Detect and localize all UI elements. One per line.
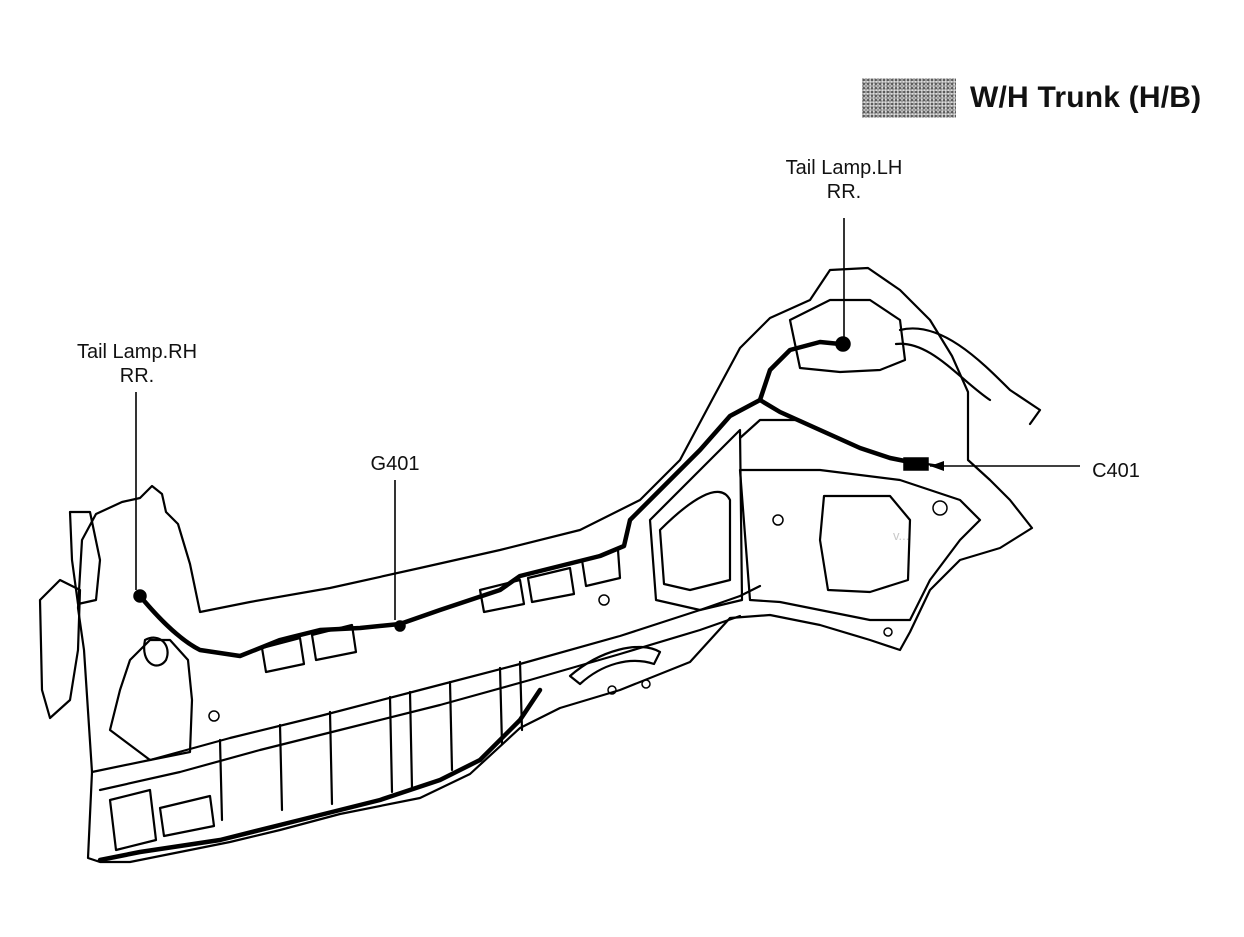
lamp-bracket-2 [894,342,992,402]
rear-panel [108,638,194,762]
body-outline [76,266,1034,864]
diagram-title: W/H Trunk (H/B) [970,81,1202,114]
ground-point-g401 [394,620,406,632]
leader-arrow-c401 [930,461,944,471]
floor-bead [568,645,662,686]
watermark: v... [893,528,910,543]
label-g401: G401 [370,453,420,475]
rear-corner-panel [38,578,82,720]
label-tail-lamp-lh-line1: Tail Lamp.LH [785,157,903,179]
wheel-well [738,468,982,622]
bolt [598,594,610,606]
bolt [607,685,617,695]
floor-rib [278,723,284,812]
floor-opening [260,636,306,674]
bolt [932,500,948,516]
floor-rib [498,666,504,746]
lamp-housing-lh [788,298,907,374]
floor-rib [448,680,454,772]
label-tail-lamp-rh-line2: RR. [119,365,155,387]
legend-swatch [862,78,956,118]
pillar [648,428,744,612]
label-tail-lamp-lh: Tail Lamp.LH RR. [776,156,912,204]
harness-main [137,397,923,659]
connector-c401 [903,457,929,471]
lower-bumper-panel-2 [158,794,216,838]
floor-rail-inner [98,614,742,792]
connector-tail-lamp-lh [835,336,851,352]
label-tail-lamp-rh: Tail Lamp.RH RR. [64,340,210,388]
pillar-inner [658,490,732,592]
floor-rib [408,690,414,790]
rear-corner-panel-2 [68,510,102,606]
connector-tail-lamp-rh [133,589,147,603]
bolt [641,679,651,689]
legend: W/H Trunk (H/B) [862,76,1201,120]
bolt [208,710,220,722]
lower-bumper-panel [108,788,158,852]
floor-rib [388,695,394,794]
floor-rib [328,710,334,806]
floor-rib [218,738,224,822]
lamp-bracket [898,327,1042,426]
label-tail-lamp-rh-line1: Tail Lamp.RH [76,341,198,363]
bolt [772,514,784,526]
harness-upper [757,339,843,403]
label-tail-lamp-lh-line2: RR. [826,181,862,203]
wheel-well-inner [818,494,912,594]
floor-opening [526,566,576,604]
rear-panel-hole [143,636,169,667]
label-c401: C401 [1092,460,1140,482]
bolt [883,627,893,637]
harness-lower-run [97,687,543,863]
